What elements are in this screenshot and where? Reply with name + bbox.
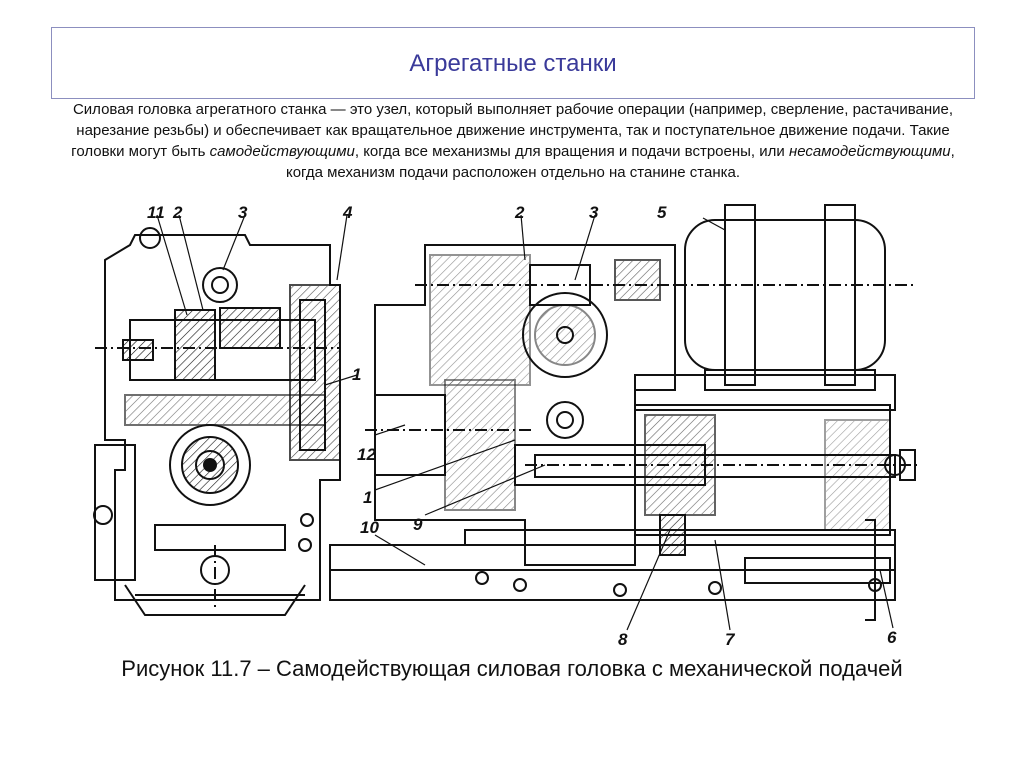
figure-caption: Рисунок 11.7 – Самодействующая силовая г… — [121, 656, 903, 681]
label-3-left: 3 — [238, 203, 248, 222]
drawing-svg: 11 2 3 4 1 12 1 9 10 2 3 5 8 7 6 — [93, 203, 920, 649]
label-8: 8 — [618, 630, 628, 649]
label-6: 6 — [887, 628, 897, 647]
paragraph-emphasis-1: самодействующими — [209, 143, 355, 160]
label-12: 12 — [357, 445, 376, 464]
label-11: 11 — [147, 203, 165, 222]
paragraph-emphasis-2: несамодействующими — [788, 143, 951, 160]
label-5: 5 — [657, 203, 667, 222]
label-9: 9 — [413, 515, 423, 534]
left-view — [93, 227, 341, 616]
paragraph-text-3: , когда механизм подачи расположен отдел… — [285, 143, 955, 181]
label-7: 7 — [725, 630, 736, 649]
label-2-left: 2 — [172, 203, 183, 222]
label-2-right: 2 — [514, 203, 525, 222]
label-4: 4 — [342, 203, 353, 222]
label-3-right: 3 — [589, 203, 599, 222]
title-box: Агрегатные станки — [51, 27, 975, 99]
right-view — [329, 204, 920, 621]
technical-drawing: 11 2 3 4 1 12 1 9 10 2 3 5 8 7 6 — [75, 190, 955, 660]
description-paragraph: Силовая головка агрегатного станка — это… — [56, 99, 970, 183]
slide-title: Агрегатные станки — [409, 50, 617, 77]
label-1-lower: 1 — [363, 488, 372, 507]
label-10: 10 — [360, 518, 379, 537]
paragraph-text-2: , когда все механизмы для вращения и под… — [354, 143, 789, 160]
label-1-upper: 1 — [352, 365, 361, 384]
paragraph-text-1: Силовая головка агрегатного станка — это… — [71, 101, 954, 160]
